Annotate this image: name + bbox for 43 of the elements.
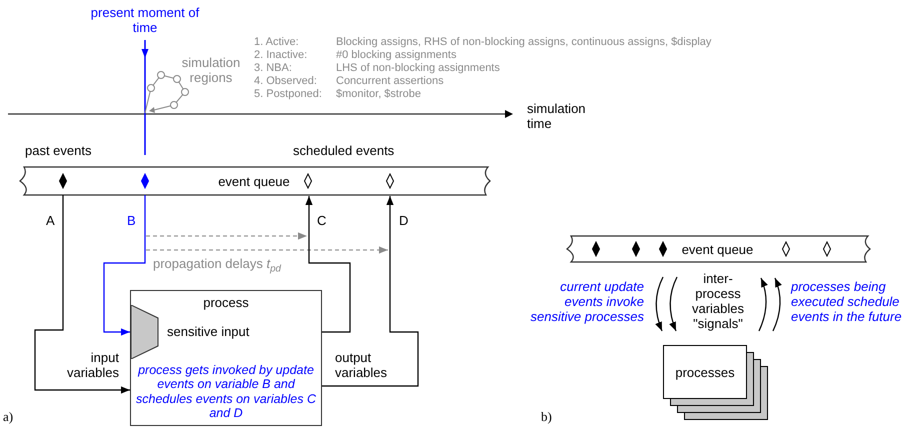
text-label: simulation time — [527, 102, 587, 132]
text-label: a) — [3, 410, 14, 425]
text-label: output variables — [335, 351, 388, 381]
text-label: LHS of non-blocking assignments — [336, 62, 500, 75]
edge-label: A — [45, 214, 56, 227]
arrow — [669, 276, 678, 332]
text-label: Blocking assigns, RHS of non-blocking assigns, continuous assigns, $display — [336, 36, 712, 49]
arrow — [34, 195, 130, 394]
text-label: simulation regions — [180, 56, 242, 86]
edge-label: B — [126, 214, 137, 227]
text-label: input variables — [66, 351, 119, 381]
processes-box: processes — [663, 345, 747, 399]
event-queue-band — [565, 236, 870, 262]
text-label: 4. Observed: — [254, 75, 317, 88]
edge-label: D — [398, 214, 410, 227]
arrow — [655, 276, 664, 332]
text-label: 5. Postponed: — [254, 88, 322, 101]
text-label: processes being executed schedule events in the future — [791, 280, 903, 325]
text-label: inter-process variables "signals" — [690, 272, 746, 332]
text-label: past events — [25, 144, 92, 159]
port-label: sensitive input — [167, 324, 250, 339]
event-queue-band — [18, 167, 490, 195]
process-description: process gets invoked by update events on variable B and schedules events on variables C and D — [135, 363, 317, 420]
process-title: process — [202, 295, 250, 310]
process-box — [130, 290, 322, 426]
arrow — [322, 196, 419, 387]
text-label: scheduled events — [293, 144, 394, 159]
text-label: $monitor, $strobe — [336, 88, 421, 101]
text-label: #0 blocking assignments — [336, 49, 456, 62]
text-label: b) — [541, 410, 552, 425]
edge-label: C — [316, 214, 328, 227]
sensitive-input-port — [131, 305, 159, 359]
arrow — [772, 278, 782, 332]
text-label: 3. NBA: — [254, 62, 292, 75]
text-label: present moment of time — [90, 6, 200, 36]
arrow — [103, 195, 146, 336]
text-label: current update events invoke sensitive processes — [530, 280, 644, 325]
text-label: 2. Inactive: — [254, 49, 308, 62]
arrow — [305, 196, 351, 333]
text-label: Concurrent assertions — [336, 75, 444, 88]
text-label: 1. Active: — [254, 36, 299, 49]
text-label: propagation delays t$_{pd}$ — [153, 257, 281, 275]
arrow — [758, 278, 768, 332]
